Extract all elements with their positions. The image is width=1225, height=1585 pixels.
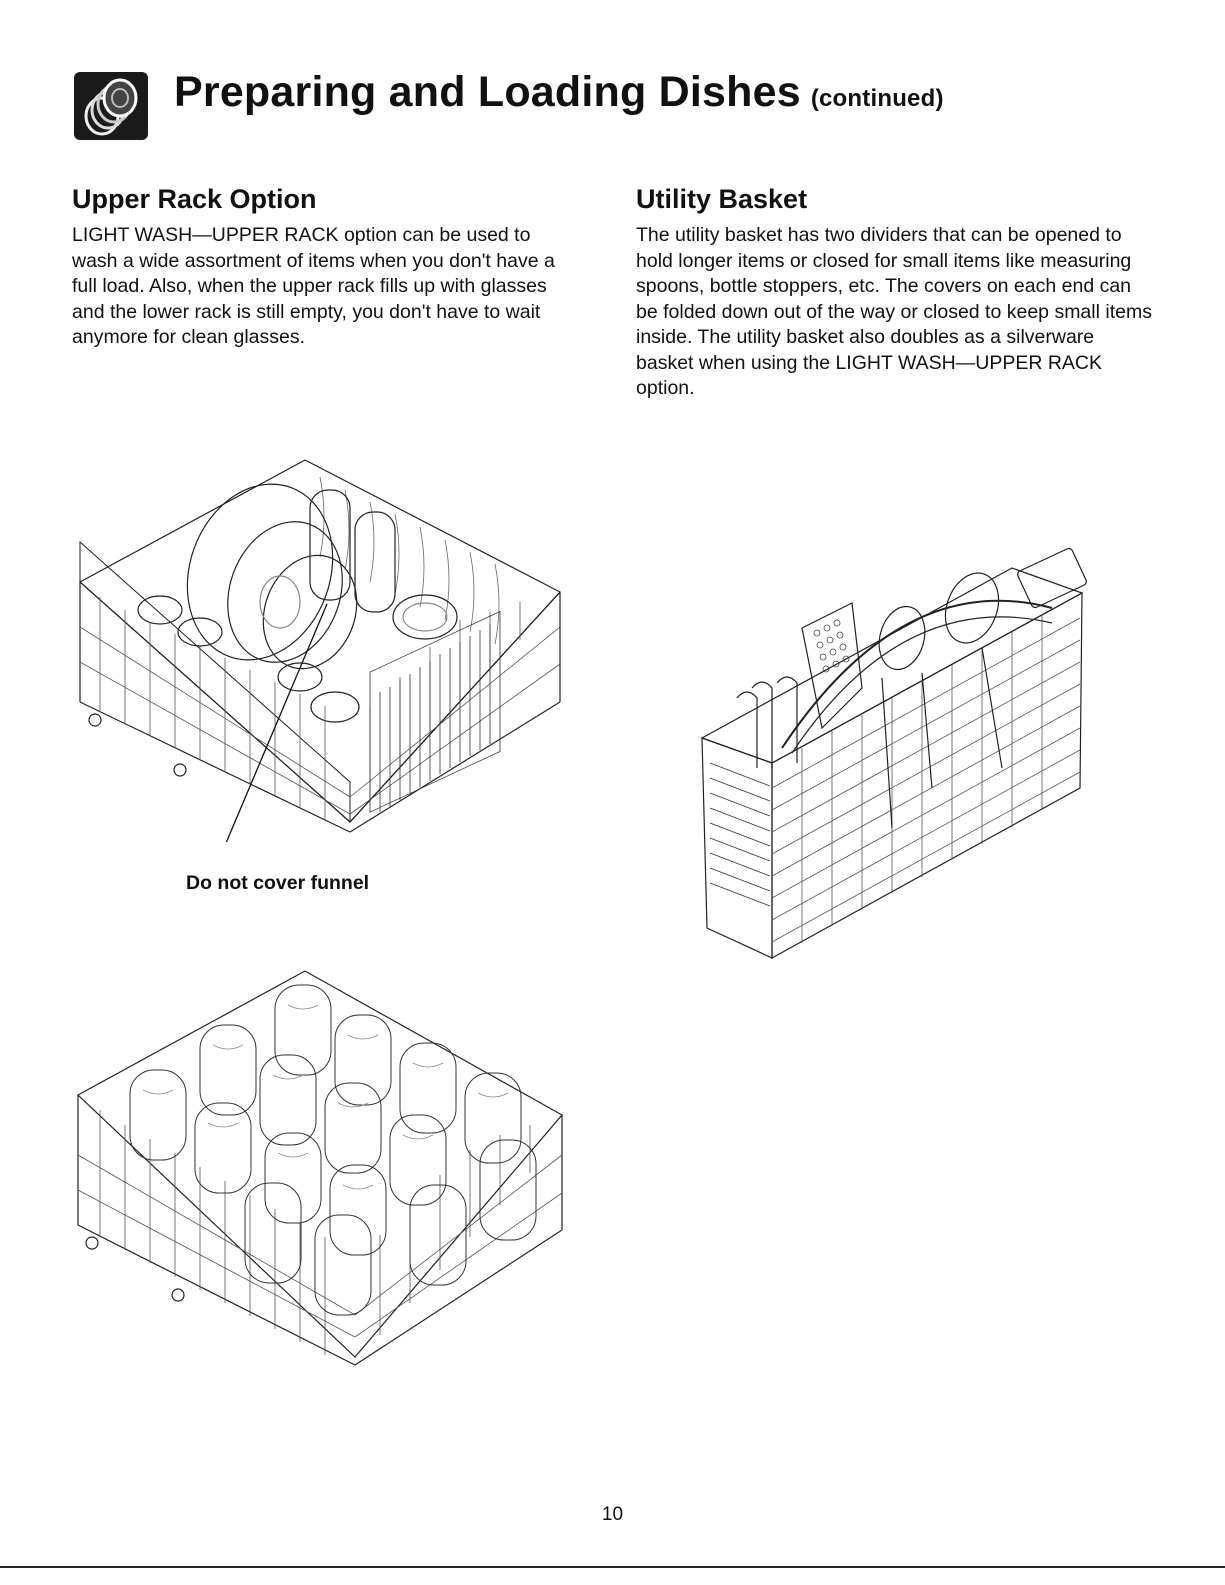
page-header: Preparing and Loading Dishes (continued) [74,66,1174,162]
utility-basket-illustration [682,548,1094,960]
utility-basket-heading: Utility Basket [636,184,808,214]
page-title-main: Preparing and Loading Dishes [174,68,801,116]
dish-stack-icon [74,72,148,140]
footer-divider [0,1566,1225,1568]
upper-rack-dishes-illustration [70,452,570,842]
page-title-continued: (continued) [810,85,944,112]
utility-basket-section: Utility Basket The utility basket has tw… [636,184,1156,402]
utility-basket-body: The utility basket has two dividers that… [636,224,1152,399]
page-title: Preparing and Loading Dishes (continued) [174,68,944,117]
funnel-callout-label: Do not cover funnel [186,872,370,894]
upper-rack-section: Upper Rack Option LIGHT WASH—UPPER RACK … [72,184,572,351]
upper-rack-body: LIGHT WASH—UPPER RACK option can be used… [72,224,555,348]
upper-rack-heading: Upper Rack Option [72,184,317,214]
page-number: 10 [601,1504,624,1525]
upper-rack-glasses-illustration [70,965,570,1367]
